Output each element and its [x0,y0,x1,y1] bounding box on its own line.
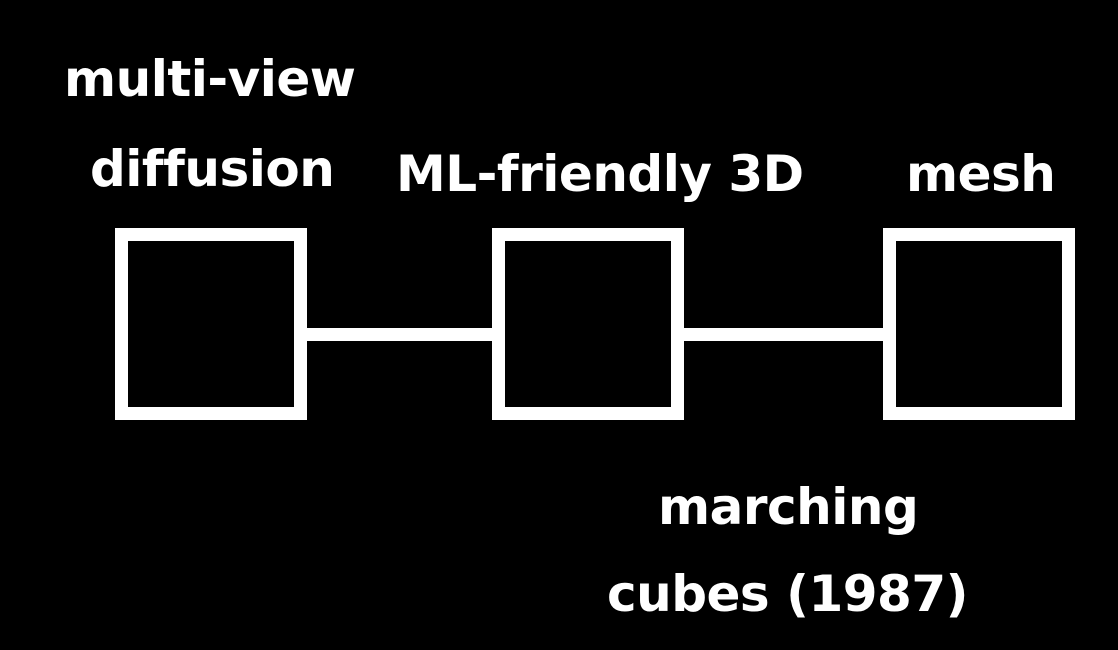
marching-cubes-label-line2: cubes (1987) [607,565,968,623]
multiview-label-line1: multi-view [64,50,356,108]
ml-friendly-3d-node [492,228,684,420]
mesh-label: mesh [906,145,1056,203]
marching-cubes-label-line1: marching [658,478,919,536]
mesh-node [883,228,1075,420]
ml3d-label: ML-friendly 3D [396,145,804,203]
connector-ml3d-to-mesh [684,328,883,341]
multiview-label-line2: diffusion [90,140,335,198]
connector-multiview-to-ml3d [307,328,492,341]
multiview-diffusion-node [115,228,307,420]
